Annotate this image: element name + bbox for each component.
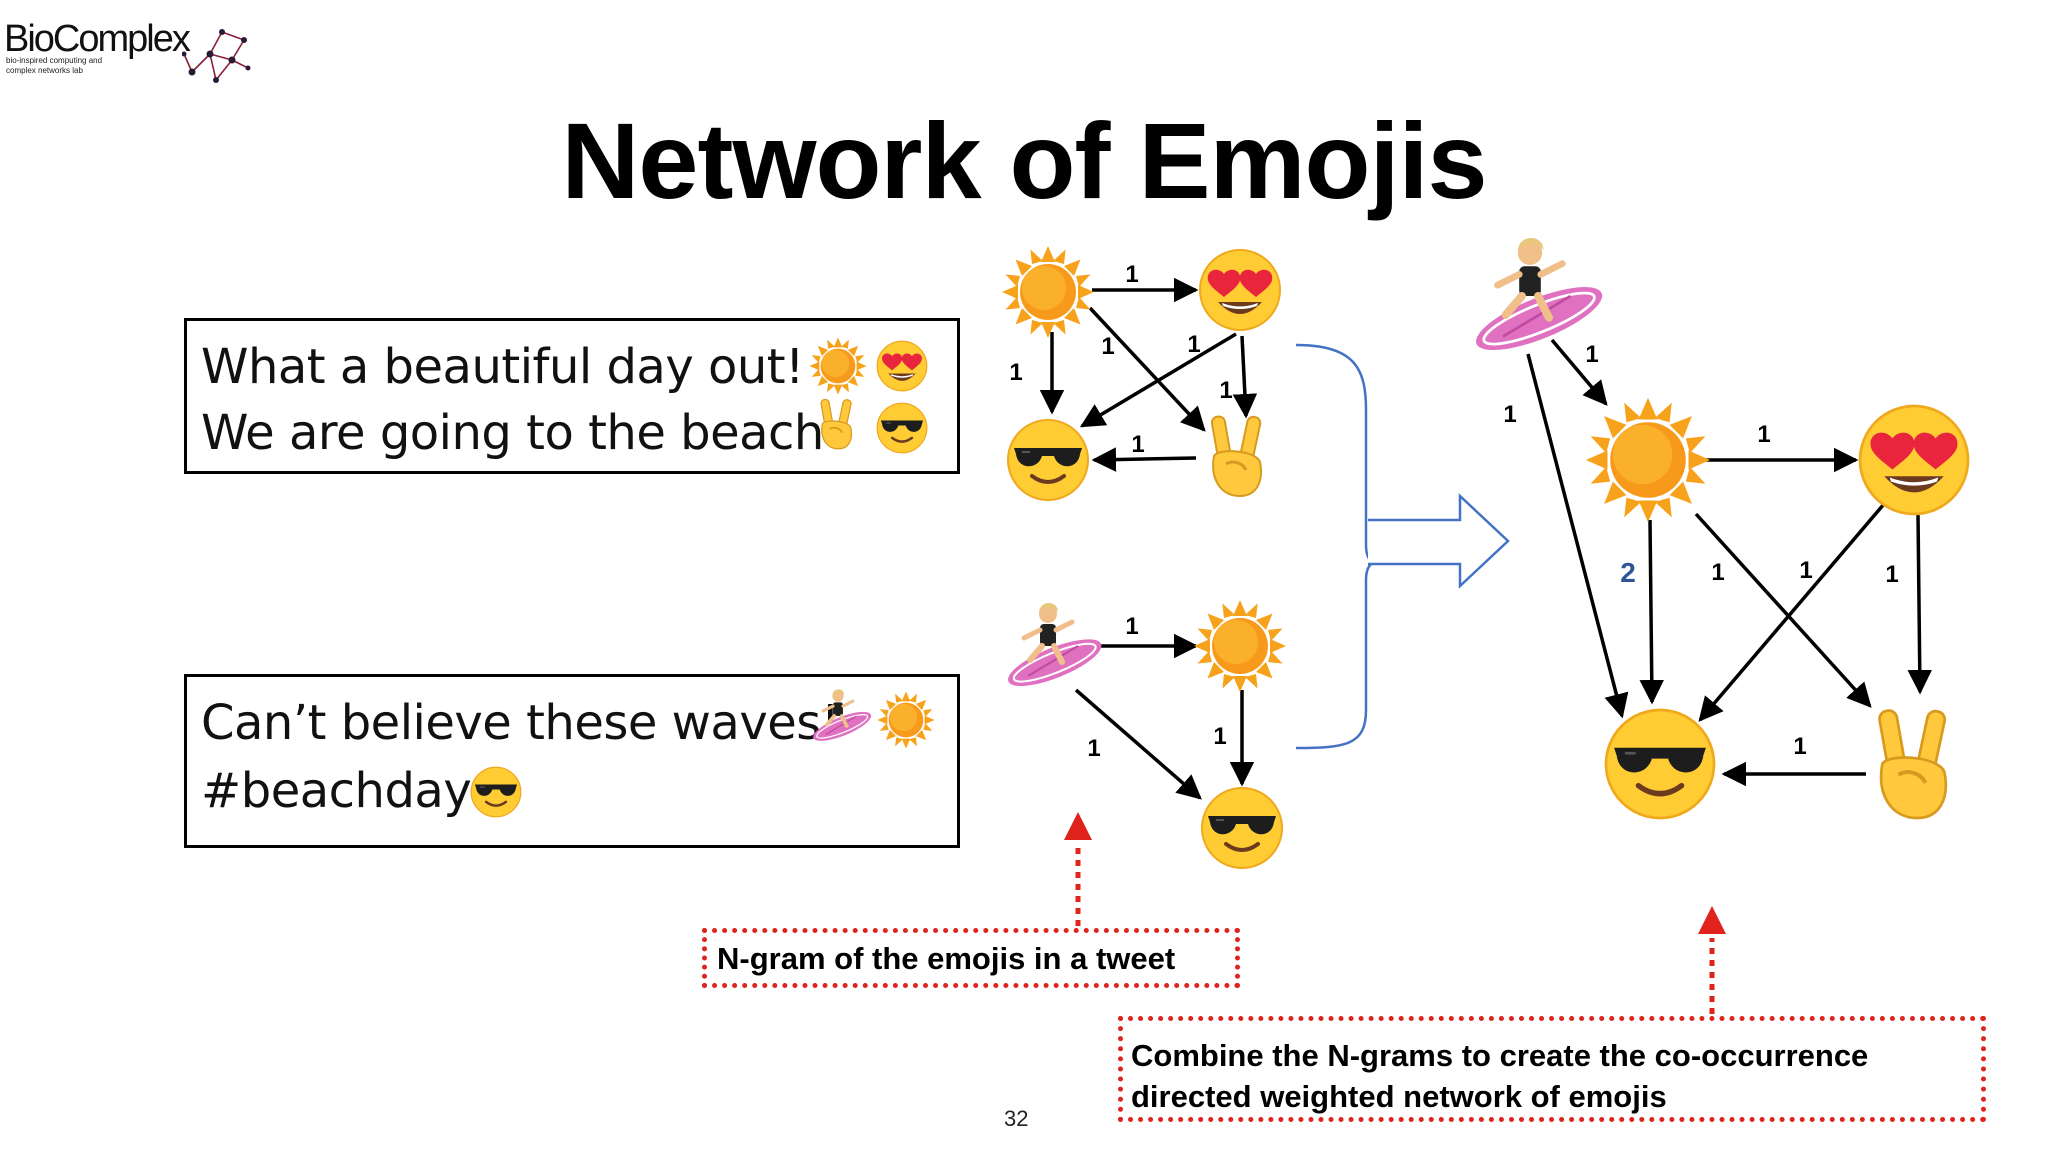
tweet-1-line-1: What a beautiful day out! [201, 339, 804, 395]
logo-subtitle-line1: bio-inspired computing and [6, 56, 103, 65]
tweet-2-surfer-icon [808, 687, 877, 749]
combined-edge-weight-label: 1 [1503, 401, 1516, 428]
ngram1-edge-sun-to-victory-hand [1088, 306, 1206, 432]
ngram1-sun-node-icon [1002, 246, 1094, 338]
tweet-2-sunglasses-icon [469, 765, 523, 819]
combined-edge-sun-to-sunglasses [1639, 519, 1665, 705]
ngram2-edge-weight-label: 1 [1087, 735, 1100, 762]
tweet-1-heart-eyes-icon [876, 340, 928, 392]
logo-name: BioComplex [4, 18, 191, 60]
ngram1-edge-weight-label: 1 [1101, 333, 1114, 360]
ngram2-edge-weight-label: 1 [1213, 723, 1226, 750]
tweet-box-2: Can’t believe these waves! #beachday [184, 674, 960, 848]
logo-subtitle-line2: complex networks lab [6, 66, 83, 75]
ngram2-surfer-node-icon [1003, 603, 1107, 695]
ngram2-edge-surfer-to-sunglasses [1074, 688, 1202, 800]
ngram1-edge-weight-label: 1 [1009, 359, 1022, 386]
combined-victory-hand-node-icon [1878, 709, 1946, 818]
combined-edge-weight-label: 1 [1885, 561, 1898, 588]
combine-pointer-arrow [1698, 906, 1726, 1014]
combined-edge-weight-label: 1 [1799, 557, 1812, 584]
ngram1-edge-weight-label: 1 [1125, 261, 1138, 288]
tweet-2-line-1: Can’t believe these waves! [201, 695, 840, 751]
ngram2-sunglasses-node-icon [1200, 786, 1284, 870]
ngram-callout-text: N-gram of the emojis in a tweet [717, 941, 1176, 976]
combined-edge-sun-to-victory-hand [1694, 512, 1872, 708]
ngram1-victory-hand-node-icon [1209, 414, 1263, 498]
combined-edge-weight-label: 1 [1585, 341, 1598, 368]
ngram1-edge-victory-hand-to-sunglasses [1091, 447, 1197, 472]
ngram-pointer-arrow [1064, 812, 1092, 926]
combined-edge-weight-label: 2 [1620, 557, 1636, 588]
combine-callout-line1: Combine the N-grams to create the co-occ… [1131, 1038, 1869, 1073]
merge-arrow-icon [1368, 493, 1510, 589]
ngram2-sun-node-icon [1194, 600, 1286, 692]
ngram-callout: N-gram of the emojis in a tweet [702, 928, 1240, 988]
combined-edge-surfer-to-sunglasses [1526, 353, 1629, 719]
combined-edge-weight-label: 1 [1757, 421, 1770, 448]
combined-sun-node-icon [1585, 397, 1711, 523]
slide-title: Network of Emojis [561, 100, 1487, 221]
lab-logo: BioComplex bio-inspired computing and co… [4, 14, 254, 84]
combine-callout-line2: directed weighted network of emojis [1131, 1079, 1667, 1114]
tweet-2-line-2: #beachday [201, 763, 472, 819]
bracket-shape [1295, 343, 1377, 750]
combined-edge-heart-eyes-to-sunglasses [1698, 502, 1886, 722]
combined-edge-heart-eyes-to-victory-hand [1907, 513, 1933, 695]
ngram1-sunglasses-node-icon [1006, 418, 1090, 502]
tweet-2-sun-icon [877, 691, 935, 749]
ngram1-edge-weight-label: 1 [1219, 377, 1232, 404]
combined-heart-eyes-node-icon [1858, 404, 1970, 516]
tweet-1-victory-hand-icon [819, 397, 853, 450]
combined-edge-surfer-to-sun [1550, 338, 1608, 406]
combined-edge-weight-label: 1 [1711, 559, 1724, 586]
tweet-1-line-2: We are going to the beach [201, 405, 824, 461]
ngram1-heart-eyes-node-icon [1199, 249, 1281, 331]
combined-edge-weight-label: 1 [1793, 733, 1806, 760]
tweet-1-sunglasses-icon [875, 401, 929, 455]
ngram1-edge-heart-eyes-to-sunglasses [1079, 332, 1237, 428]
ngram1-edge-weight-label: 1 [1187, 331, 1200, 358]
ngram2-edge-weight-label: 1 [1125, 613, 1138, 640]
page-number: 32 [1004, 1106, 1029, 1131]
network-logo-icon [182, 29, 251, 83]
combine-callout: Combine the N-grams to create the co-occ… [1118, 1016, 1986, 1122]
tweet-1-sun-icon [809, 337, 867, 395]
ngram1-edge-heart-eyes-to-victory-hand [1232, 335, 1258, 419]
ngram1-edge-weight-label: 1 [1131, 431, 1144, 458]
combined-sunglasses-node-icon [1606, 710, 1714, 818]
